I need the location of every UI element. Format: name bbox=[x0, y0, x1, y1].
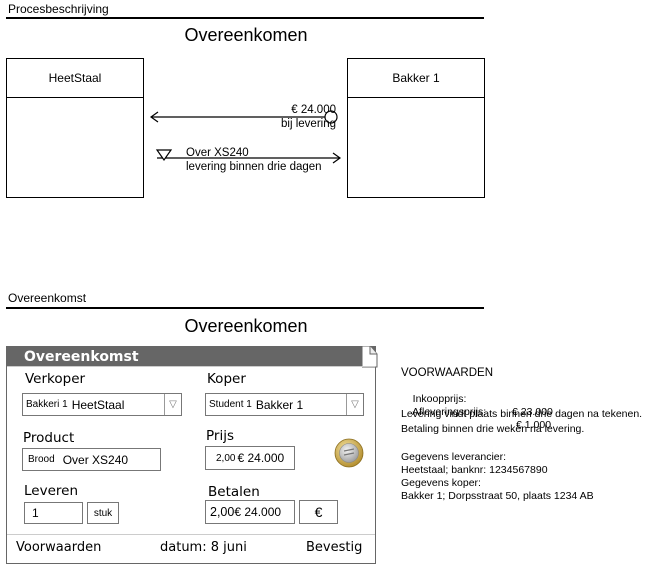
section-divider bbox=[6, 307, 484, 309]
product-flow-condition: levering binnen drie dagen bbox=[186, 161, 322, 173]
voorwaarden-button[interactable]: Voorwaarden bbox=[16, 540, 102, 555]
koper-label: Koper bbox=[207, 371, 246, 387]
betalen-field[interactable]: 2,00 € 24.000 bbox=[205, 500, 295, 524]
product-value: Over XS240 bbox=[62, 452, 129, 467]
aflever-value: € 1.000 bbox=[516, 419, 552, 431]
product-flow-arrow bbox=[155, 149, 342, 164]
section-label-overeenkomst: Overeenkomst bbox=[8, 291, 87, 305]
betalen-prefix: 2,00 bbox=[210, 505, 235, 519]
aflever-row: Afleveringsprijs: € 1.000 bbox=[401, 393, 657, 431]
actor-heetstaal-label: HeetStaal bbox=[7, 59, 143, 98]
conditions-line-betaling: Betaling binnen drie weken na levering. bbox=[401, 423, 585, 435]
form-corner-fold-icon bbox=[362, 346, 378, 368]
product-flow-label: Over XS240 levering binnen drie dagen bbox=[186, 146, 322, 174]
verkoper-select[interactable]: Bakkeri 1 HeetStaal ▽ bbox=[22, 393, 182, 416]
verkoper-value: HeetStaal bbox=[71, 397, 125, 412]
leveren-quantity-input[interactable]: 1 bbox=[24, 502, 83, 524]
bevestig-button[interactable]: Bevestig bbox=[306, 540, 363, 555]
verkoper-label: Verkoper bbox=[25, 371, 86, 387]
actor-heetstaal: HeetStaal bbox=[6, 58, 144, 198]
betalen-label: Betalen bbox=[208, 484, 260, 500]
euro-coin-icon bbox=[334, 438, 364, 468]
leverancier-value: Heetstaal; banknr: 1234567890 bbox=[401, 464, 548, 476]
conditions-heading: VOORWAARDEN bbox=[401, 367, 494, 379]
betalen-value: € 24.000 bbox=[234, 505, 282, 519]
form-header: Overeenkomst bbox=[7, 347, 375, 367]
money-flow-label: € 24.000 bij levering bbox=[180, 103, 336, 131]
agreement-title: Overeenkomen bbox=[184, 316, 308, 336]
prijs-prefix: 2,00 bbox=[216, 452, 236, 464]
prijs-field[interactable]: 2,00 € 24.000 bbox=[205, 446, 295, 470]
agreement-form: Overeenkomst bbox=[6, 346, 376, 564]
section-label-procesbeschrijving: Procesbeschrijving bbox=[8, 2, 109, 16]
koper-prefix: Student 1 bbox=[209, 399, 252, 410]
product-flow-product: Over XS240 bbox=[186, 147, 249, 159]
money-flow-condition: bij levering bbox=[281, 118, 336, 130]
product-label: Product bbox=[23, 430, 75, 446]
section-divider bbox=[6, 17, 484, 19]
leverancier-label: Gegevens leverancier: bbox=[401, 451, 507, 463]
product-prefix: Brood bbox=[28, 454, 55, 465]
product-field[interactable]: Brood Over XS240 bbox=[22, 448, 161, 471]
koper-data-value: Bakker 1; Dorpsstraat 50, plaats 1234 AB bbox=[401, 490, 594, 502]
verkoper-prefix: Bakkeri 1 bbox=[26, 399, 68, 410]
euro-icon: € bbox=[314, 504, 323, 520]
process-title: Overeenkomen bbox=[184, 25, 308, 45]
prijs-value: € 24.000 bbox=[237, 451, 285, 465]
money-flow-amount: € 24.000 bbox=[291, 104, 336, 116]
koper-value: Bakker 1 bbox=[255, 397, 304, 412]
money-flow-arrow bbox=[149, 110, 338, 124]
product-flow-triangle-icon bbox=[155, 149, 173, 162]
koper-select[interactable]: Student 1 Bakker 1 ▽ bbox=[205, 393, 364, 416]
datum-text: datum: 8 juni bbox=[160, 540, 247, 555]
currency-select[interactable]: € bbox=[299, 500, 338, 524]
inkoop-label: Inkoopprijs: bbox=[412, 393, 467, 405]
conditions-line-levering: Levering vindt plaats binnen drie dagen … bbox=[401, 408, 643, 420]
actor-bakker-label: Bakker 1 bbox=[348, 59, 484, 98]
chevron-down-icon: ▽ bbox=[346, 394, 363, 415]
leveren-label: Leveren bbox=[24, 483, 78, 499]
conditions-panel: VOORWAARDEN Inkoopprijs: € 23.000 Afleve… bbox=[401, 367, 657, 503]
inkoop-row: Inkoopprijs: € 23.000 bbox=[401, 380, 657, 418]
prijs-label: Prijs bbox=[206, 428, 234, 444]
money-flow-circle-icon bbox=[324, 110, 338, 124]
actor-bakker: Bakker 1 bbox=[347, 58, 485, 198]
chevron-down-icon: ▽ bbox=[164, 394, 181, 415]
inkoop-value: € 23.000 bbox=[512, 406, 553, 418]
leveren-unit-select[interactable]: stuk bbox=[87, 502, 119, 524]
flow-arrows bbox=[149, 110, 342, 164]
aflever-label: Afleveringsprijs: bbox=[412, 406, 487, 418]
leveren-quantity-value: 1 bbox=[32, 506, 39, 520]
koper-data-label: Gegevens koper: bbox=[401, 477, 481, 489]
leveren-unit-value: stuk bbox=[93, 507, 113, 519]
